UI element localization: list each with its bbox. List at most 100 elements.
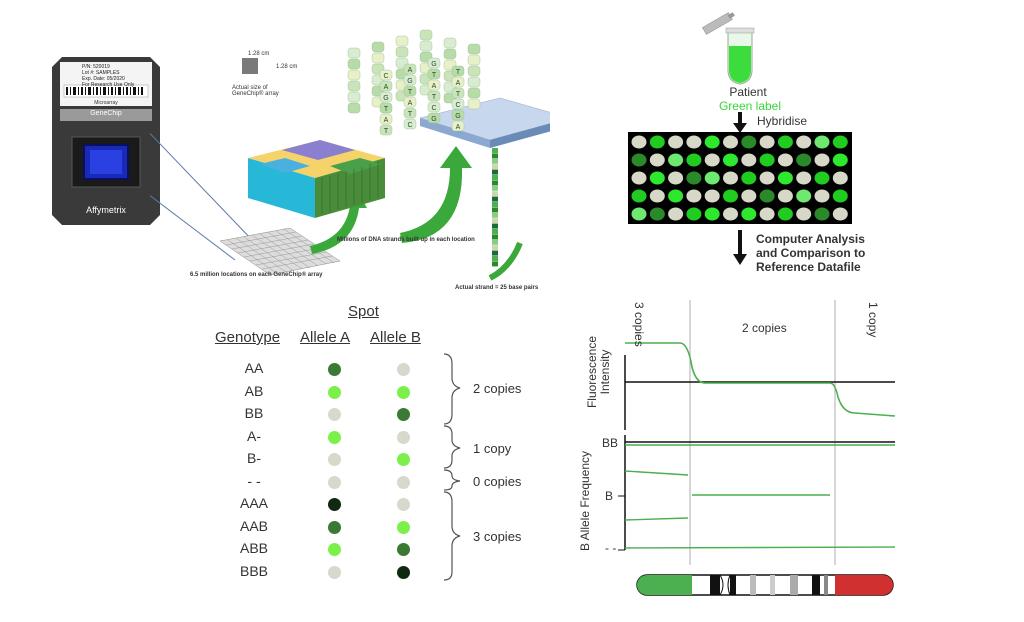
- chip-brand-logo: Affymetrix: [86, 205, 126, 215]
- allele-a-spot: [328, 498, 341, 511]
- allele-a-spot: [328, 543, 341, 556]
- strand-segment: [492, 196, 498, 202]
- array-spot: [631, 135, 647, 149]
- strand-segment: [492, 180, 498, 186]
- strand-base: [467, 87, 481, 99]
- allele-b-spot: [397, 453, 410, 466]
- strand-letter: T: [432, 94, 437, 101]
- strand-base: [403, 74, 417, 86]
- actual-strand-caption: Actual strand = 25 base pairs: [455, 285, 539, 291]
- group-label-2-copies: 2 copies: [473, 381, 522, 396]
- strand-segment: [492, 250, 498, 256]
- strand-letter: A: [384, 84, 389, 91]
- strand-letter: C: [431, 105, 436, 112]
- array-spot: [649, 189, 665, 203]
- col-allele-b-header: Allele B: [370, 329, 421, 346]
- strand-segment: [492, 175, 498, 180]
- strand-letter: T: [432, 72, 437, 79]
- bracket-1-copy: [443, 425, 461, 469]
- chip-label-block: P/N: 520019 Lot #: SAMPLES Exp. Date: 05…: [82, 64, 142, 88]
- strand-base: [427, 79, 441, 91]
- strand-letter: T: [384, 128, 389, 135]
- strand-base: [427, 112, 441, 124]
- array-spot: [777, 189, 793, 203]
- array-spot: [723, 207, 738, 221]
- bracket-2-copies: [443, 353, 461, 425]
- genotype-label: AAA: [239, 495, 268, 511]
- genotype-label: A-: [247, 427, 261, 444]
- strand-base: [427, 68, 441, 80]
- array-spot: [649, 207, 665, 221]
- array-spot: [759, 171, 775, 185]
- strand-arrow-icon: [488, 241, 523, 281]
- allele-a-spot: [328, 565, 341, 579]
- strand-letter: T: [408, 111, 413, 118]
- allele-b-spot: [397, 430, 410, 444]
- strand-base: [403, 118, 417, 130]
- array-spot: [796, 189, 812, 203]
- array-spot: [777, 153, 793, 167]
- chip-label-line: P/N: 520019: [82, 64, 110, 70]
- region-label-2-copies: 2 copies: [742, 321, 787, 335]
- region-label-3-copies: 3 copies: [632, 302, 646, 347]
- array-spot: [723, 153, 738, 167]
- strand-letter: A: [432, 83, 437, 90]
- array-spot: [814, 135, 830, 149]
- strand-letter: A: [408, 67, 413, 74]
- strands-caption: Millions of DNA strands built up in each…: [337, 237, 475, 243]
- array-spot: [686, 189, 702, 203]
- baf-lines: [624, 444, 896, 549]
- bracket-3-copies: [443, 491, 461, 581]
- strand-segment: [492, 158, 498, 164]
- strand-segment: [492, 202, 498, 207]
- array-spot: [741, 171, 757, 185]
- array-spot: [814, 207, 830, 221]
- strand-letter: T: [456, 91, 461, 98]
- strand-base: [467, 43, 481, 55]
- dna-strands-platform: [419, 97, 550, 148]
- array-spot: [741, 135, 757, 149]
- locations-caption: 6.5 million locations on each GeneChip® …: [190, 272, 323, 278]
- array-mesh-grid: [219, 227, 341, 276]
- allele-a-spot: [328, 408, 341, 421]
- strand-base: [403, 107, 417, 119]
- allele-b-spot: [397, 385, 410, 399]
- array-spot: [832, 135, 848, 149]
- strand-base: [347, 47, 361, 59]
- strand-base: [443, 37, 457, 49]
- spot-title: Spot: [348, 303, 379, 320]
- array-spot: [631, 189, 647, 203]
- strand-segment: [492, 234, 498, 240]
- allele-b-spot: [397, 520, 410, 534]
- baf-tick-bb: BB: [602, 436, 619, 450]
- strand-base: [379, 69, 393, 81]
- array-spot: [686, 135, 702, 149]
- array-spot: [704, 171, 720, 185]
- chip-label-line: Exp. Date: 05/2020: [82, 76, 125, 82]
- array-spot: [796, 153, 812, 167]
- strand-base: [403, 96, 417, 108]
- array-spot: [796, 135, 812, 149]
- strand-letter: G: [431, 61, 436, 68]
- hybridised-microarray-grid: [628, 132, 852, 224]
- strand-letter: G: [407, 78, 412, 85]
- strand-base: [347, 69, 361, 81]
- strand-base: [467, 76, 481, 88]
- strand-base: [451, 109, 465, 121]
- strand-letter: G: [455, 113, 460, 120]
- chip-microarray-text: Microarray: [94, 100, 118, 106]
- green-arrow-icon: [400, 146, 472, 243]
- actual-size-square: [242, 58, 258, 74]
- array-spot: [796, 207, 812, 221]
- allele-a-spot: [328, 520, 341, 534]
- array-spot: [649, 135, 665, 149]
- strand-segment: [492, 207, 498, 213]
- array-spot: [741, 153, 757, 167]
- strand-base: [347, 91, 361, 103]
- green-label-text: Green label: [718, 99, 782, 113]
- array-spot: [668, 135, 684, 149]
- genechip-cartridge-graphic: [52, 57, 160, 225]
- chip-label-line: For Research Use Only: [82, 82, 135, 88]
- down-arrow-icon: [733, 112, 747, 133]
